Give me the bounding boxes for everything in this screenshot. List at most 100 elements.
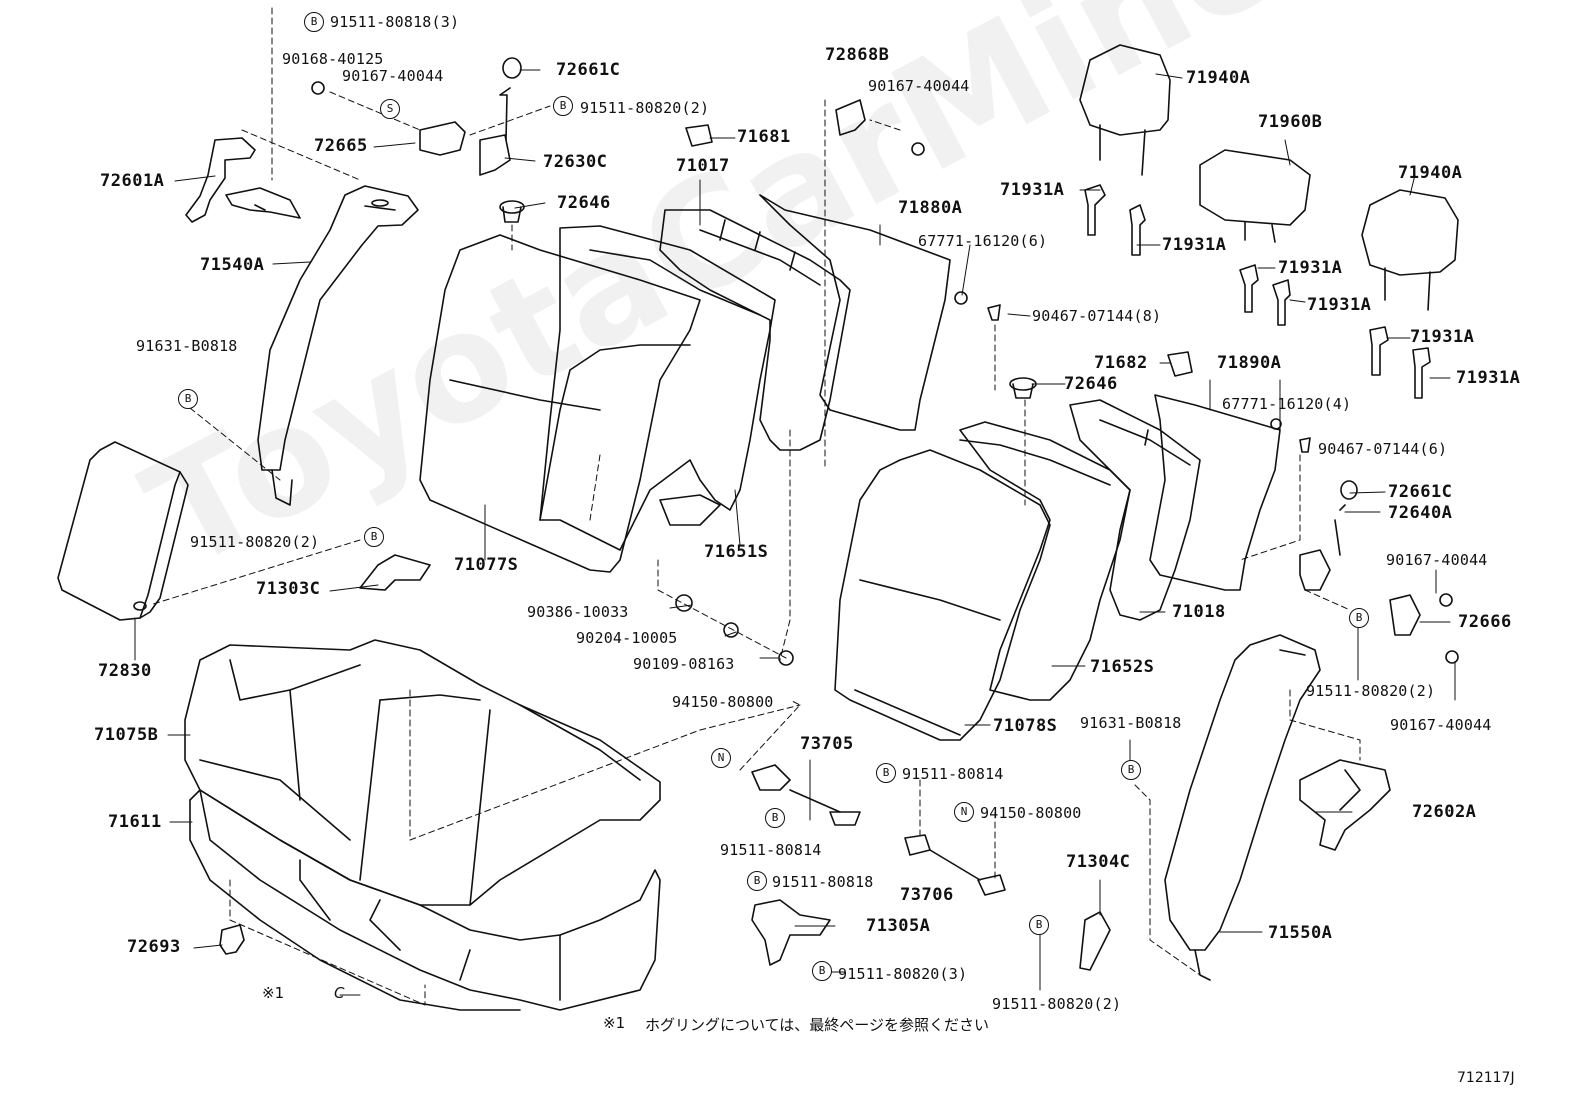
part-label: 91511-80820(2) xyxy=(580,99,710,117)
part-label: 91511-80820(2) xyxy=(1306,682,1436,700)
part-label: 90467-07144(6) xyxy=(1318,440,1448,458)
part-label: 71304C xyxy=(1066,852,1131,872)
part-label: 72602A xyxy=(1412,802,1477,822)
part-label: 71550A xyxy=(1268,923,1333,943)
part-label: 91511-80820(2) xyxy=(992,995,1122,1013)
seatback-board-left xyxy=(759,194,951,431)
marker-n: N xyxy=(954,802,974,822)
marker-b: B xyxy=(1029,915,1049,935)
part-label: 94150-80800 xyxy=(980,804,1082,822)
part-label: 90168-40125 xyxy=(282,50,384,68)
part-label: 71017 xyxy=(676,156,730,176)
part-label: 71305A xyxy=(866,916,931,936)
part-label: 90386-10033 xyxy=(527,603,629,621)
side-bolster-left xyxy=(257,185,419,506)
part-label: 71681 xyxy=(737,127,791,147)
part-label: 67771-16120(6) xyxy=(918,232,1048,250)
seatback-left-pad xyxy=(539,225,776,551)
part-label: 72693 xyxy=(127,937,181,957)
part-label: 72630C xyxy=(543,152,608,172)
part-label: 90109-08163 xyxy=(633,655,735,673)
part-label: 72868B xyxy=(825,45,890,65)
marker-b: B xyxy=(1121,760,1141,780)
marker-b: B xyxy=(553,96,573,116)
part-label: 71075B xyxy=(94,725,159,745)
part-label: 71077S xyxy=(454,555,519,575)
footnote-text: ホグリングについては、最終ページを参照ください xyxy=(645,1016,989,1034)
marker-b: B xyxy=(364,527,384,547)
part-label: 91511-80818 xyxy=(772,873,874,891)
part-label: 72665 xyxy=(314,136,368,156)
part-label: 72661C xyxy=(1388,482,1453,502)
part-label: 91511-80814 xyxy=(720,841,822,859)
part-label: 71890A xyxy=(1217,353,1282,373)
part-label: 91631-B0818 xyxy=(136,337,238,355)
part-label: 72666 xyxy=(1458,612,1512,632)
part-label: 90467-07144(8) xyxy=(1032,307,1162,325)
headrest-71940a-left xyxy=(1079,44,1171,176)
part-label: 72646 xyxy=(1064,374,1118,394)
seatback-left-cover xyxy=(419,234,701,573)
part-label: 71931A xyxy=(1456,368,1521,388)
part-label: 91511-80814 xyxy=(902,765,1004,783)
part-label: 71880A xyxy=(898,198,963,218)
part-label: 71940A xyxy=(1186,68,1251,88)
headrest-supports xyxy=(1084,184,1431,399)
part-label: 71303C xyxy=(256,579,321,599)
part-label: 91631-B0818 xyxy=(1080,714,1182,732)
footnote-mark: ※1 xyxy=(603,1014,626,1032)
marker-b: B xyxy=(876,763,896,783)
marker-b: B xyxy=(765,808,785,828)
clip-72693 xyxy=(219,924,245,955)
part-label: 71611 xyxy=(108,812,162,832)
marker-s: S xyxy=(380,99,400,119)
dashed-guide-lines xyxy=(149,7,1361,1006)
seatback-right-cover xyxy=(834,449,1051,741)
seatback-board-right xyxy=(1149,394,1281,591)
part-label: 72830 xyxy=(98,661,152,681)
part-label: 90204-10005 xyxy=(576,629,678,647)
part-label: 71960B xyxy=(1258,112,1323,132)
part-label: 71931A xyxy=(1307,295,1372,315)
part-label: 73705 xyxy=(800,734,854,754)
headrest-71940a-right xyxy=(1361,189,1459,311)
seat-cushion-pad xyxy=(189,789,661,1011)
part-label: 90167-40044 xyxy=(1386,551,1488,569)
part-label: 72601A xyxy=(100,171,165,191)
marker-b: B xyxy=(178,389,198,409)
bracket-72601a xyxy=(185,137,301,223)
footnote-ref-letter: C xyxy=(334,984,345,1002)
part-label: 72646 xyxy=(557,193,611,213)
part-label: 71078S xyxy=(993,716,1058,736)
headrest-71960b xyxy=(1199,149,1311,243)
leader-lines xyxy=(134,69,1456,996)
armrest-72830 xyxy=(57,441,189,621)
part-label: 91511-80818(3) xyxy=(330,13,460,31)
part-label: 90167-40044 xyxy=(1390,716,1492,734)
part-label: 71931A xyxy=(1410,327,1475,347)
diagram-code: 712117J xyxy=(1457,1070,1515,1086)
part-label: 91511-80820(3) xyxy=(838,965,968,983)
part-label: 72640A xyxy=(1388,503,1453,523)
marker-n: N xyxy=(711,748,731,768)
part-label: 67771-16120(4) xyxy=(1222,395,1352,413)
part-label: 90167-40044 xyxy=(868,77,970,95)
part-label: 71651S xyxy=(704,542,769,562)
seatback-frame-right xyxy=(1069,399,1201,621)
bracket-72602a xyxy=(1299,759,1391,851)
marker-b: B xyxy=(304,12,324,32)
small-brackets xyxy=(359,87,1421,971)
part-label: 71682 xyxy=(1094,353,1148,373)
part-label: 90167-40044 xyxy=(342,67,444,85)
part-label: 71931A xyxy=(1162,235,1227,255)
part-label: 73706 xyxy=(900,885,954,905)
part-label: 71931A xyxy=(1278,258,1343,278)
part-label: 71540A xyxy=(200,255,265,275)
part-label: 91511-80820(2) xyxy=(190,533,320,551)
part-label: 72661C xyxy=(556,60,621,80)
part-label: 94150-80800 xyxy=(672,693,774,711)
part-label: 71018 xyxy=(1172,602,1226,622)
part-label: 71931A xyxy=(1000,180,1065,200)
